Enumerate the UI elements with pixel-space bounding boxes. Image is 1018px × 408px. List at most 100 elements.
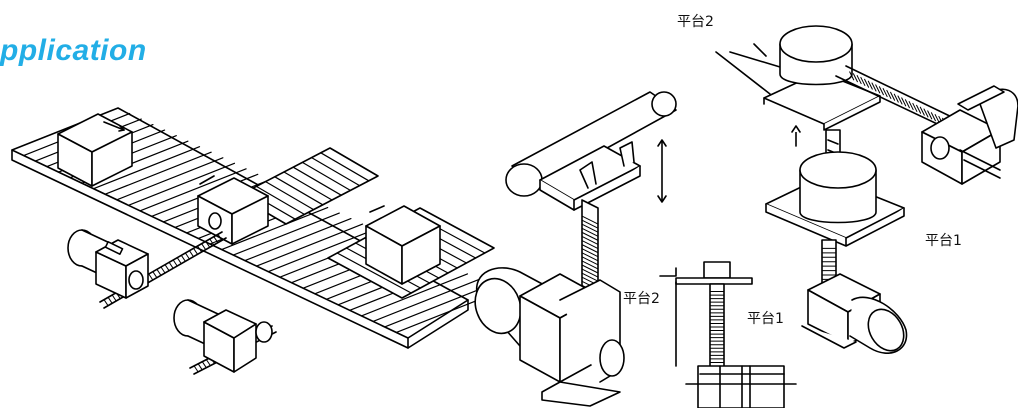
screw-thread — [582, 245, 598, 253]
screw-thread — [189, 251, 193, 257]
screw-thread — [149, 274, 153, 280]
conveyor-roller — [257, 224, 363, 266]
screw-thread — [931, 113, 935, 121]
screw-thread — [917, 105, 921, 113]
box-on-conveyor-1 — [58, 114, 132, 186]
screw-thread — [206, 241, 210, 247]
screw-thread — [891, 92, 895, 100]
conveyor-roller — [256, 186, 304, 214]
screw-thread — [902, 98, 906, 106]
screw-thread — [913, 103, 917, 111]
platform-lifting-assembly — [716, 26, 1018, 357]
motor-upper — [68, 230, 148, 298]
conveyor-roller — [275, 177, 323, 205]
conveyor-roller — [302, 162, 350, 190]
screw-thread — [582, 265, 598, 273]
screw-thread — [194, 248, 198, 254]
conveyor-roller — [321, 153, 369, 181]
screw-thread — [582, 269, 598, 277]
screw-thread — [924, 109, 928, 117]
screw-thread — [857, 76, 861, 84]
application-title: pplication — [0, 34, 147, 67]
conveyor-roller — [128, 163, 234, 205]
conveyor-roller — [385, 285, 491, 327]
conveyor-roller — [293, 167, 341, 195]
screw-thread — [112, 295, 116, 301]
screw-thread — [582, 273, 598, 281]
conveyor-roller — [140, 169, 246, 211]
screw-thread — [582, 257, 598, 265]
conveyor-roller — [373, 279, 479, 321]
screw-thread — [865, 79, 869, 87]
label-platform1-right: 平台1 — [925, 233, 962, 249]
screw-thread — [876, 85, 880, 93]
conveyor-roller — [222, 208, 328, 250]
motor-lower — [174, 300, 272, 372]
screw-thread — [157, 269, 161, 275]
screw-thread — [582, 224, 598, 232]
screw-thread — [872, 83, 876, 91]
screw-thread — [582, 249, 598, 257]
conveyor-roller — [284, 172, 332, 200]
arrow-box-1 — [104, 122, 124, 130]
conveyor-roller — [233, 213, 339, 255]
conveyor-roller — [105, 152, 211, 194]
screw-thread — [582, 216, 598, 224]
label-platform2-top: 平台2 — [677, 14, 714, 30]
conveyor-roller — [245, 219, 351, 261]
screw-thread — [582, 253, 598, 261]
t-stand-arrow — [658, 140, 666, 202]
screw-thread — [582, 232, 598, 240]
t-stand-lifter — [468, 92, 676, 406]
screw-thread — [920, 107, 924, 115]
screw-thread — [206, 360, 210, 366]
screw-thread — [198, 364, 202, 370]
arrow-head-1 — [119, 126, 124, 131]
screw-thread — [214, 237, 218, 243]
screw-thread — [582, 228, 598, 236]
screw-thread — [104, 300, 108, 306]
conveyor-roller — [361, 274, 467, 316]
screw-thread — [879, 87, 883, 95]
screw-thread — [202, 244, 206, 250]
arrow-box-3 — [370, 206, 384, 212]
conveyor-roller — [337, 253, 411, 293]
screw-thread — [169, 262, 173, 268]
screw-thread — [202, 362, 206, 368]
screw-thread — [210, 239, 214, 245]
label-platform1-mid: 平台1 — [747, 311, 784, 327]
screw-thread — [582, 241, 598, 249]
conveyor-roller — [117, 158, 223, 200]
screw-thread — [161, 267, 165, 273]
screw-thread — [108, 297, 112, 303]
screw-thread — [582, 261, 598, 269]
screw-thread — [181, 255, 185, 261]
screw-thread — [928, 111, 932, 119]
screw-thread — [909, 102, 913, 110]
screw-thread — [165, 265, 169, 271]
screw-thread — [861, 77, 865, 85]
screw-thread — [883, 89, 887, 97]
box-pusher — [198, 178, 268, 244]
side-view — [660, 262, 796, 408]
conveyor-roller — [94, 147, 200, 189]
screw-thread — [177, 258, 181, 264]
box-on-conveyor-2 — [366, 206, 440, 284]
screw-thread — [198, 246, 202, 252]
screw-thread — [185, 253, 189, 259]
conveyor-roller — [266, 182, 314, 210]
screw-thread — [898, 96, 902, 104]
screw-thread — [894, 94, 898, 102]
screw-thread — [194, 366, 198, 372]
screw-thread — [153, 272, 157, 278]
screw-thread — [850, 72, 854, 80]
conveyor-roller — [268, 230, 374, 272]
screw-thread — [218, 234, 222, 240]
label-platform2-mid: 平台2 — [623, 291, 660, 307]
screw-thread — [173, 260, 177, 266]
screw-thread — [868, 81, 872, 89]
screw-thread — [582, 236, 598, 244]
screw-thread — [582, 220, 598, 228]
conveyor-roller — [312, 158, 360, 186]
